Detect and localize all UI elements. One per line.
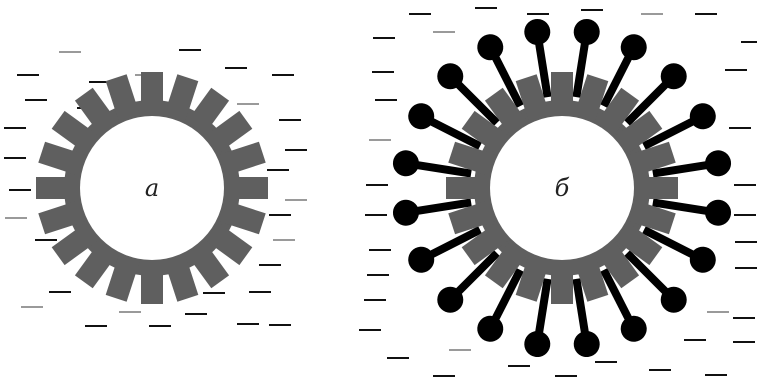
surfactant-head <box>703 198 733 228</box>
shell-tooth <box>630 177 678 199</box>
shell-tooth <box>220 177 268 199</box>
surfactant-head <box>473 30 508 65</box>
shell-tooth <box>141 256 163 304</box>
surfactant-head <box>685 242 720 277</box>
particle-a: а <box>36 72 268 304</box>
surfactant-head <box>473 311 508 346</box>
surfactant-head <box>572 17 602 47</box>
surfactant-head <box>616 311 651 346</box>
surfactant-head <box>391 198 421 228</box>
surfactant-head <box>404 99 439 134</box>
particle-b: б <box>391 17 733 359</box>
shell-tooth <box>446 177 494 199</box>
surfactant-head <box>522 329 552 359</box>
shell-tooth <box>141 72 163 120</box>
surfactant-head <box>703 148 733 178</box>
label-b: б <box>555 174 570 202</box>
shell-tooth <box>36 177 84 199</box>
surfactant-head <box>404 242 439 277</box>
surfactant-head <box>391 148 421 178</box>
shell-tooth <box>551 256 573 304</box>
shell-tooth <box>551 72 573 120</box>
label-a: а <box>145 174 159 202</box>
surfactant-head <box>685 99 720 134</box>
surfactant-head <box>572 329 602 359</box>
surfactant-head <box>616 30 651 65</box>
surfactant-head <box>522 17 552 47</box>
